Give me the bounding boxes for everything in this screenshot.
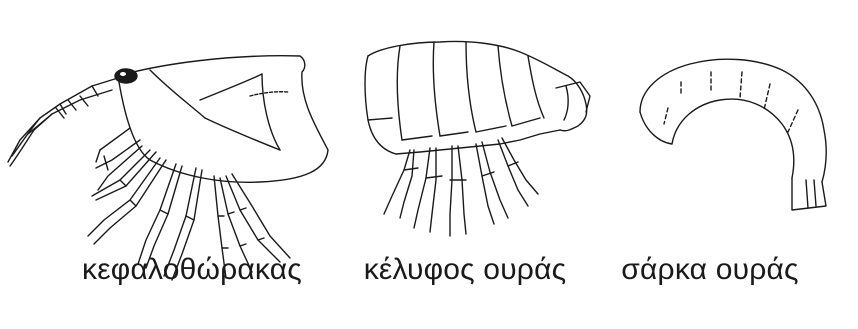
tail-shell-label: κέλυφος ουράς xyxy=(364,250,567,290)
cephalothorax-label: κεφαλοθώρακας xyxy=(82,250,302,290)
tail-meat-label: σάρκα ουράς xyxy=(621,250,798,290)
